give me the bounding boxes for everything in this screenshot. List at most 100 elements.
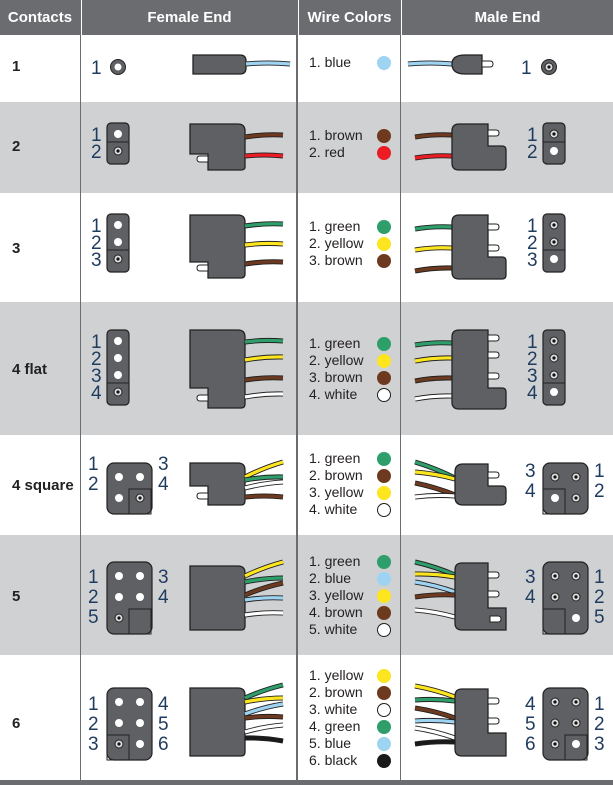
- pin-hole-icon: [114, 63, 122, 71]
- wire-color-label: 3. white: [309, 701, 358, 717]
- pin-socket-center: [574, 700, 578, 704]
- wire-color-item: 2. yellow: [309, 352, 391, 369]
- wire-white: [244, 392, 284, 399]
- connector-body: [451, 329, 507, 410]
- pin-hole-icon: [114, 337, 122, 345]
- pin-number: 2: [88, 714, 99, 735]
- table-row-2: [0, 102, 613, 193]
- wire-color-label: 4. white: [309, 501, 358, 517]
- pin-number: 4: [158, 694, 169, 715]
- pin-number: 1: [88, 567, 99, 588]
- wire-color-item: 4. white: [309, 501, 391, 518]
- brown-swatch-icon: [377, 605, 391, 620]
- wire-yellow: [414, 572, 456, 579]
- pin-number: 1: [88, 454, 99, 475]
- pin-number: 1: [594, 461, 605, 482]
- pin-hole-icon: [114, 354, 122, 362]
- wire-color-item: 1. brown: [309, 127, 391, 144]
- pin-hole-icon: [136, 473, 144, 481]
- wire-white: [414, 493, 456, 499]
- yellow-swatch-icon: [377, 353, 391, 368]
- wire-color-item: 6. black: [309, 752, 391, 769]
- male-prong-icon: [487, 717, 500, 725]
- pin-number: 5: [525, 714, 536, 735]
- pin-hole-icon: [114, 221, 122, 229]
- pin-socket-center: [574, 574, 578, 578]
- wire-green: [244, 222, 284, 228]
- wire-green: [244, 475, 284, 482]
- pin-hole-icon: [136, 740, 144, 748]
- wire-color-label: 4. green: [309, 718, 361, 734]
- table-row-4-flat: [0, 302, 613, 435]
- connector-body: [451, 123, 507, 171]
- wire-color-label: 2. brown: [309, 684, 363, 700]
- green-swatch-icon: [377, 554, 391, 569]
- pin-number: 3: [91, 250, 102, 271]
- wire-green: [244, 338, 284, 344]
- wire-color-item: 1. green: [309, 553, 391, 570]
- pin-hole-icon: [550, 388, 558, 396]
- pin-number: 3: [525, 567, 536, 588]
- wire-color-item: 3. white: [309, 701, 391, 718]
- wire-color-label: 3. brown: [309, 252, 363, 268]
- pin-number: 5: [594, 607, 605, 628]
- male-prong-icon: [196, 264, 209, 272]
- wire-white: [244, 480, 284, 490]
- connector-body: [189, 462, 246, 506]
- connector-face: [542, 329, 566, 406]
- white-swatch-icon: [377, 387, 391, 402]
- wire-color-label: 1. yellow: [309, 667, 364, 683]
- pin-number: 1: [88, 694, 99, 715]
- wire-color-label: 1. green: [309, 335, 361, 351]
- green-swatch-icon: [377, 451, 391, 466]
- table-bottom-border: [0, 780, 613, 785]
- male-prong-icon: [487, 129, 500, 137]
- wire-white: [414, 394, 453, 401]
- connector-body: [454, 562, 507, 631]
- contacts-cell: 5: [12, 588, 21, 605]
- header-contacts: Contacts: [0, 0, 80, 35]
- pin-hole-icon: [572, 614, 580, 622]
- face-divider: [564, 734, 588, 761]
- wire-green: [414, 697, 456, 703]
- yellow-swatch-icon: [377, 588, 391, 603]
- white-swatch-icon: [377, 702, 391, 717]
- brown-swatch-icon: [377, 685, 391, 700]
- wire-color-item: 3. brown: [309, 252, 391, 269]
- wire-red: [414, 154, 453, 160]
- wire-white: [414, 726, 456, 740]
- wire-color-label: 2. blue: [309, 570, 352, 586]
- wire-color-label: 2. red: [309, 144, 345, 160]
- wire-brown: [244, 260, 284, 266]
- wire-color-label: 6. black: [309, 752, 358, 768]
- pin-number: 5: [158, 714, 169, 735]
- blue-swatch-icon: [377, 736, 391, 751]
- pin-number: 2: [594, 587, 605, 608]
- male-prong-icon: [487, 372, 500, 380]
- pin-hole-icon: [136, 572, 144, 580]
- black-swatch-icon: [377, 753, 391, 768]
- wire-color-item: 1. blue: [309, 54, 391, 71]
- connector-face: [542, 122, 566, 165]
- pin-number: 3: [527, 366, 538, 387]
- wire-white: [244, 611, 284, 617]
- pin-hole-icon: [136, 593, 144, 601]
- connector-body: [189, 565, 246, 631]
- brown-swatch-icon: [377, 128, 391, 143]
- face-divider: [542, 608, 566, 635]
- wire-color-label: 1. green: [309, 553, 361, 569]
- pin-hole-icon: [114, 238, 122, 246]
- wire-blue: [245, 61, 291, 66]
- green-swatch-icon: [377, 336, 391, 351]
- wire-blue: [407, 61, 453, 66]
- pin-number: 4: [525, 587, 536, 608]
- pin-hole-icon: [550, 255, 558, 263]
- wire-brown: [414, 376, 453, 383]
- red-swatch-icon: [377, 145, 391, 160]
- wire-black: [244, 736, 284, 743]
- pin-socket-center: [553, 721, 557, 725]
- white-swatch-icon: [377, 502, 391, 517]
